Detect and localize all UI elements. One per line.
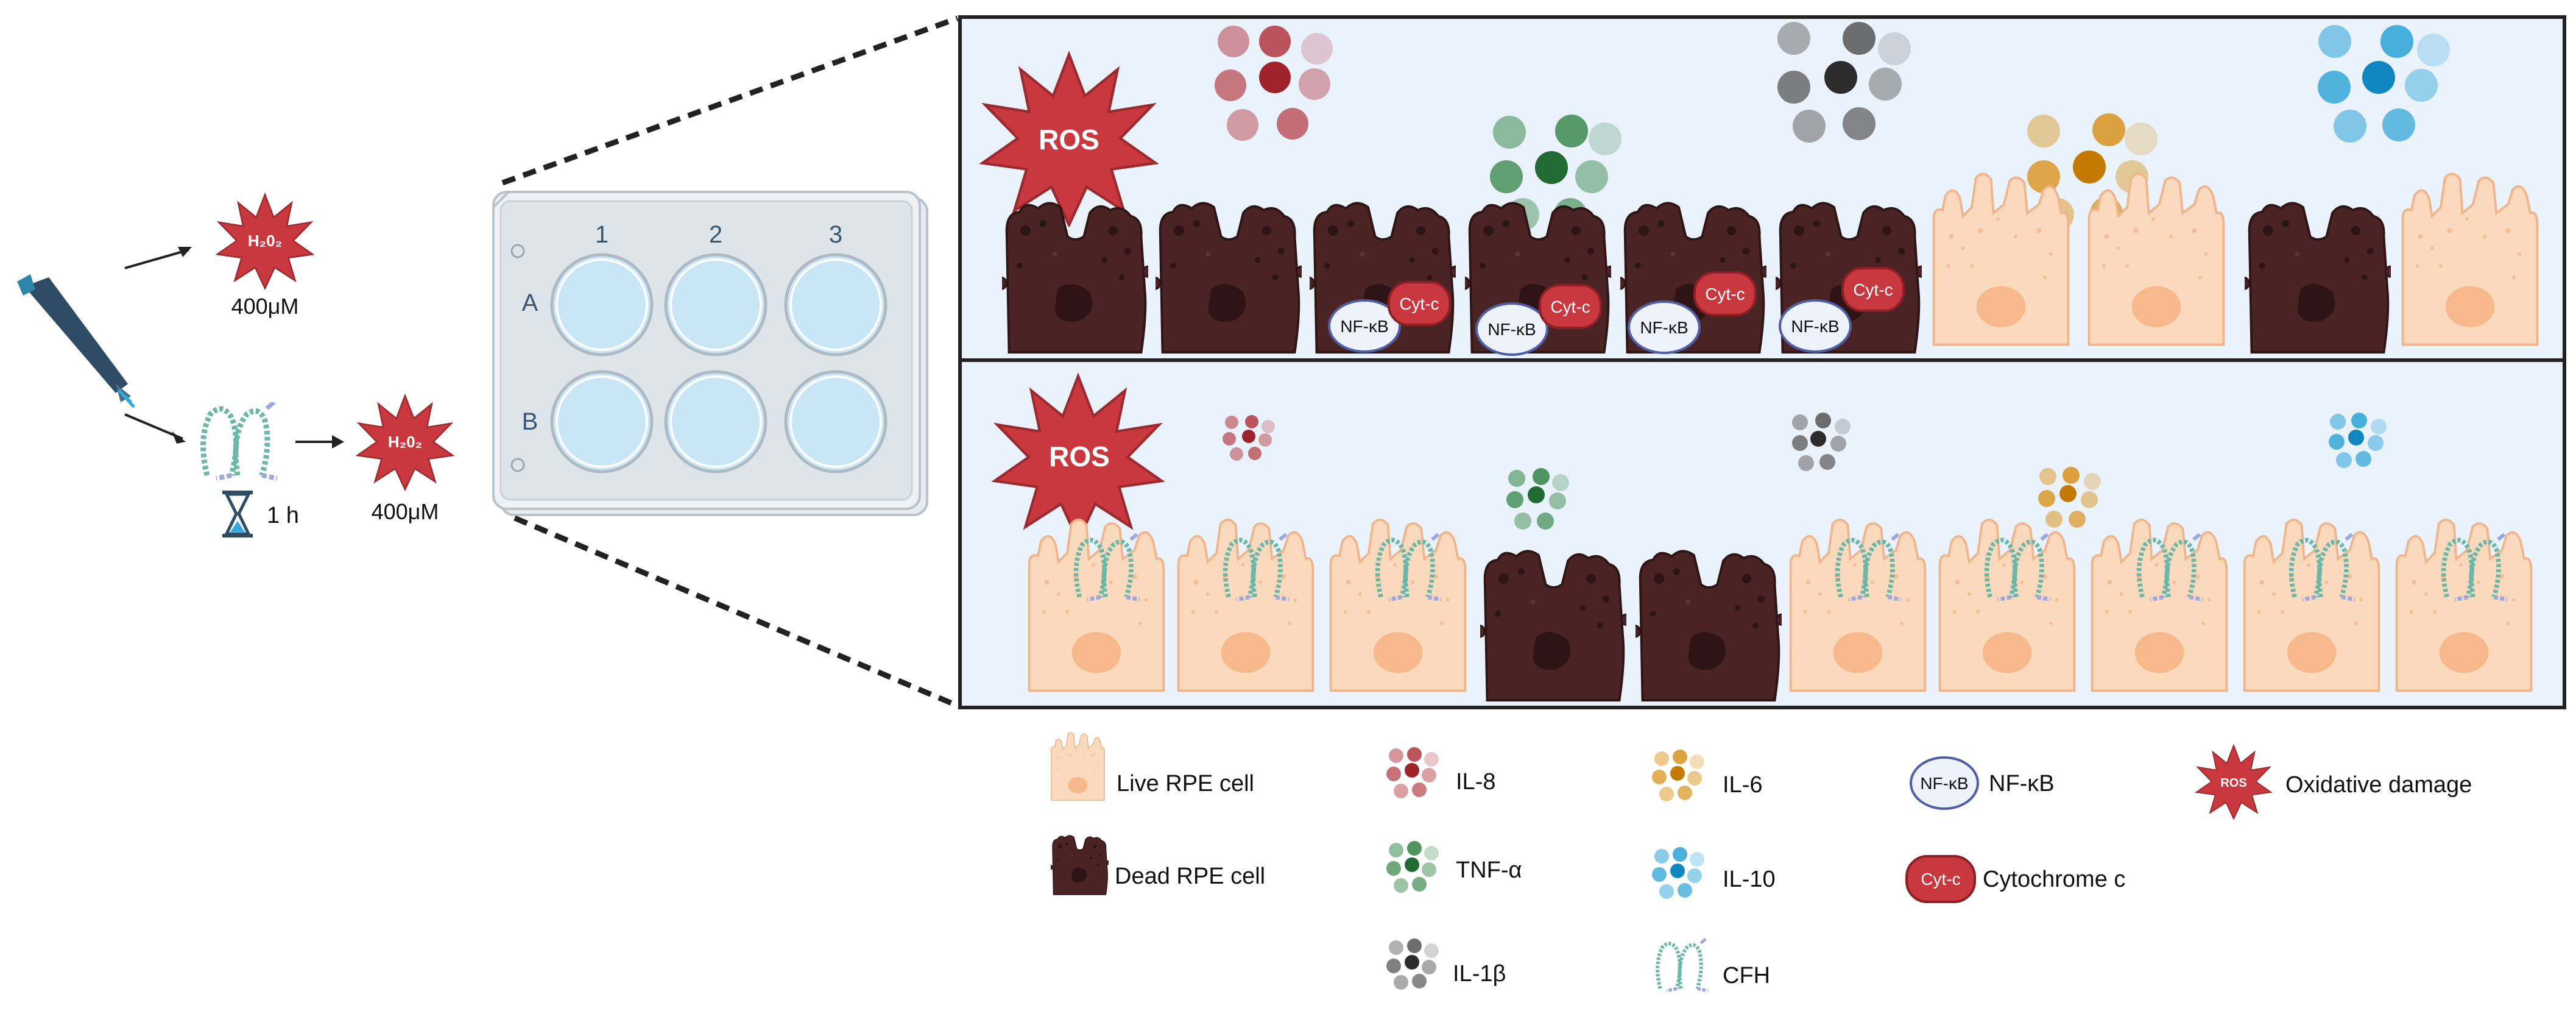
svg-text:Cyt-c: Cyt-c [1921,870,1960,889]
nfkb-badge: NF-κB [1328,299,1401,353]
zoom-line [513,515,959,709]
legend-il10: IL-10 [1723,867,1776,892]
nfkb-legend-icon: NF-κB [1910,756,1979,810]
svg-text:Cyt-c: Cyt-c [1399,294,1439,313]
plate-row-label: A [522,289,538,316]
svg-text:Cyt-c: Cyt-c [1853,280,1893,299]
nfkb-badge: NF-κB [1628,300,1701,354]
plate-col-label: 2 [709,221,722,248]
il6-cluster-small [2038,467,2101,528]
il1b-cluster-small [1792,413,1851,471]
legend-oxidative: Oxidative damage [2285,772,2472,798]
tnfa-legend-icon [1386,841,1439,893]
svg-text:Cyt-c: Cyt-c [1550,297,1590,316]
svg-text:NF-κB: NF-κB [1340,317,1388,336]
svg-text:NF-κB: NF-κB [1791,317,1839,336]
well-plate: 1 2 3 A B [492,191,928,516]
concentration-label: 400μM [372,499,439,524]
cytc-legend-icon: Cyt-c [1905,855,1976,903]
il1b-legend-icon [1386,938,1439,990]
live-rpe-legend-icon [1051,732,1105,801]
cytc-badge: Cyt-c [1388,281,1451,326]
concentration-label: 400μM [231,294,299,319]
il6-legend-icon [1652,750,1704,801]
il1b-cluster [1777,22,1911,143]
cfh-icon [203,402,277,478]
svg-text:Cyt-c: Cyt-c [1705,285,1745,303]
pretreat-time: 1 h [267,503,299,528]
hourglass-icon [222,491,253,537]
cytc-badge: Cyt-c [1539,284,1602,329]
legend-nfkb: NF-κB [1989,771,2055,796]
legend-cfh: CFH [1723,963,1770,988]
nfkb-badge: NF-κB [1475,302,1548,356]
il10-cluster-small [2329,413,2387,468]
nfkb-badge: NF-κB [1779,299,1852,353]
svg-text:NF-κB: NF-κB [1487,320,1536,339]
legend-il6: IL-6 [1723,772,1762,798]
ros-label: ROS [1049,441,1110,472]
plate-well [784,370,887,474]
legend-il8: IL-8 [1456,769,1495,795]
plate-col-label: 3 [829,221,842,248]
plate-row-label: B [522,408,538,435]
cytc-badge: Cyt-c [1693,271,1757,316]
plate-well [784,253,887,357]
zoom-line [501,15,959,186]
il8-cluster [1215,26,1333,141]
il10-cluster [2318,25,2450,143]
legend-live-rpe: Live RPE cell [1117,771,1254,796]
cfh-legend-icon [1657,939,1707,991]
plate-well [550,370,654,474]
legend-cytc: Cytochrome c [1983,867,2125,892]
plate-col-label: 1 [595,221,609,248]
dead-rpe-legend-icon [1051,835,1109,895]
svg-text:NF-κB: NF-κB [1920,774,1968,793]
h2o2-label: H₂0₂ [248,232,282,250]
legend: Live RPE cell Dead RPE cell IL-8 TNF-α I… [1051,732,2472,991]
plate-well [664,253,768,357]
plate-well [550,253,654,357]
arrow [124,249,189,269]
il8-cluster-small [1223,415,1275,461]
legend-dead-rpe: Dead RPE cell [1115,864,1265,889]
pipette-icon [17,274,135,408]
svg-text:NF-κB: NF-κB [1640,318,1688,337]
svg-text:ROS: ROS [2220,776,2246,790]
il10-legend-icon [1652,847,1704,899]
h2o2-label: H₂0₂ [388,433,422,451]
cytc-badge: Cyt-c [1841,267,1905,312]
tnfa-cluster-small [1506,468,1569,530]
plate-well [664,370,768,474]
legend-tnfa: TNF-α [1456,857,1522,883]
ros-label: ROS [1039,124,1099,155]
legend-il1b: IL-1β [1453,961,1506,987]
il8-legend-icon [1386,747,1439,798]
